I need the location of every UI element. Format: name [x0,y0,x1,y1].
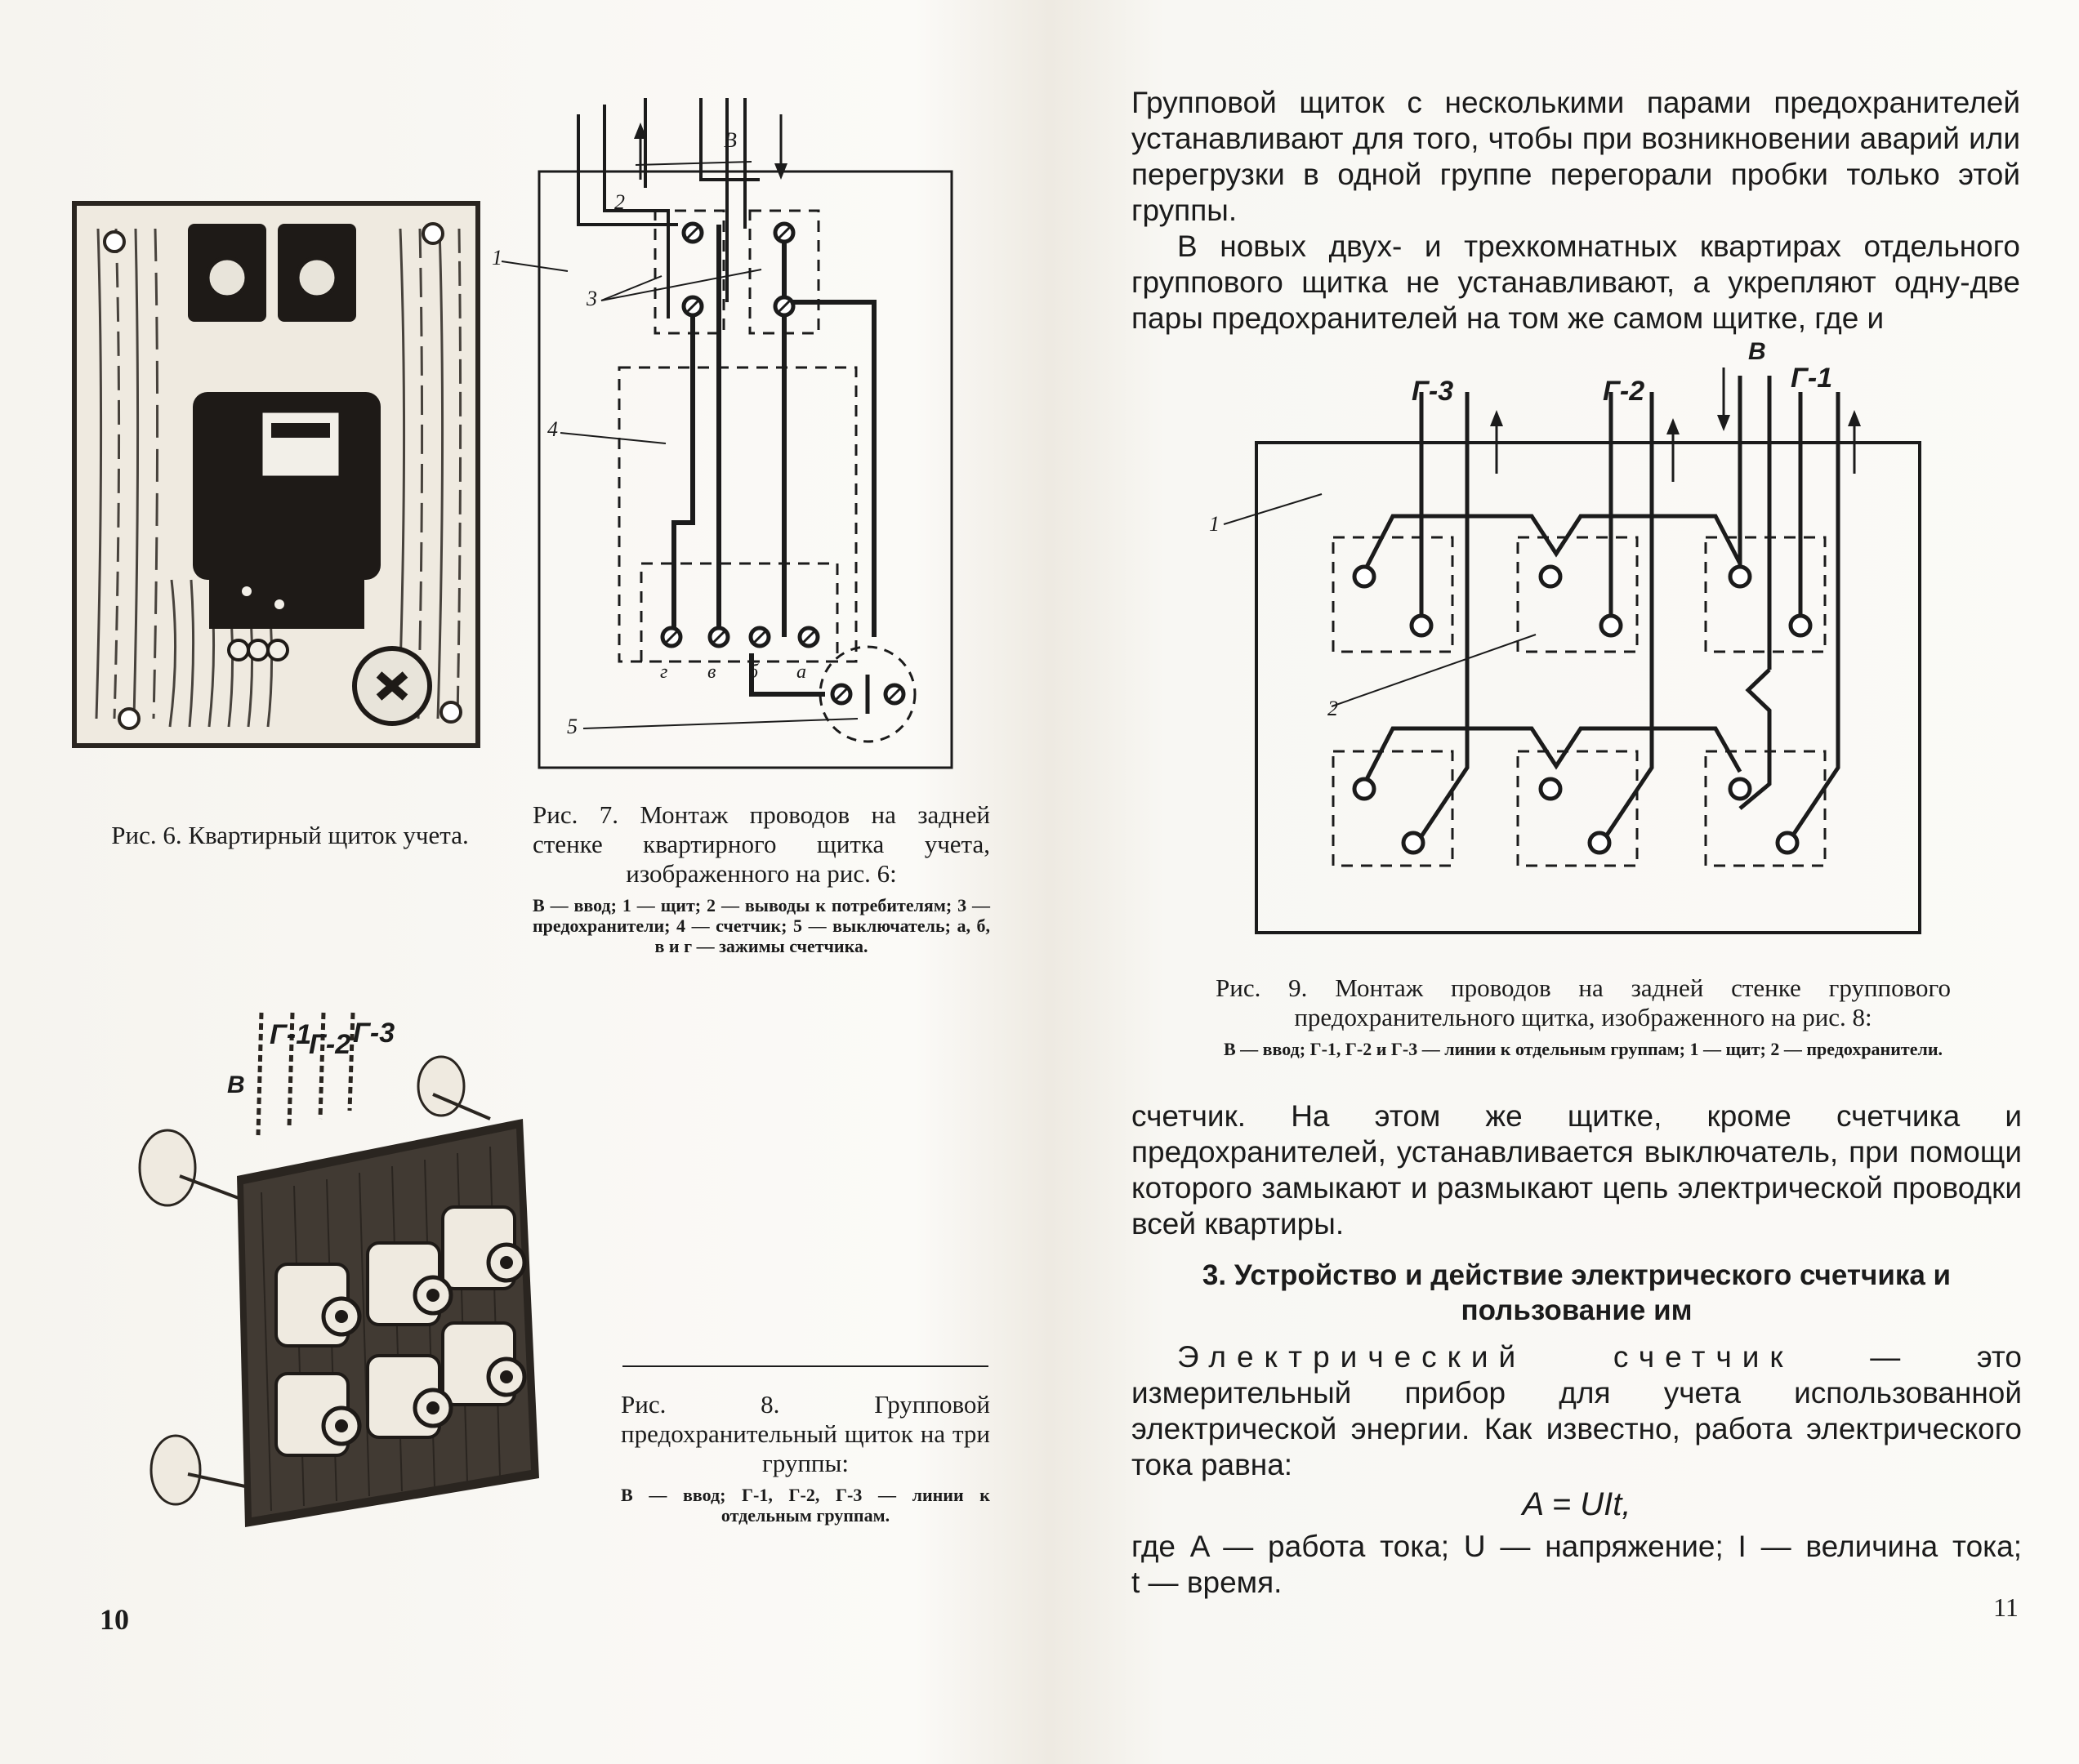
fig7-label-5: 5 [567,715,578,738]
fig7-legend: В — ввод; 1 — щит; 2 — выводы к потребит… [533,895,990,956]
paragraph-1: Групповой щиток с несколькими парами пре… [1131,86,2020,227]
fig8-group-fuse-board-illustration: Г-1 Г-2 Г-3 В [138,1012,539,1527]
fig8-separator-rule [622,1365,988,1367]
fig6-meter-board-illustration [72,201,480,748]
fig9-legend: В — ввод; Г-1, Г-2 и Г-3 — линии к отдел… [1223,1039,1943,1059]
right-top-text: Групповой щиток с несколькими парами пре… [1131,85,2020,336]
paragraph-5-line-1: где A — работа тока; U — напряжение; I —… [1131,1530,2022,1563]
right-middle-text: счетчик. На этом же щитке, кроме счетчик… [1131,1098,2022,1242]
fig8-label-g2: Г-2 [309,1029,350,1060]
fig7-caption-block: Рис. 7. Монтаж проводов на задней стенке… [533,800,990,956]
fig8-label-g1: Г-1 [270,1019,311,1050]
fig7-label-4: 4 [547,417,558,441]
paragraph-4: Электрический счетчик — это измерительны… [1131,1339,2022,1483]
fig9-wiring-diagram: Г-3 Г-2 Г-1 В 1 2 [1209,338,1921,934]
fig7-label-a: а [796,662,806,683]
fig8-caption: Рис. 8. Групповой предохранительный щито… [621,1390,990,1477]
paragraph-4-rest: — это измерительный прибор для учета исп… [1131,1340,2022,1481]
fig6-caption: Рис. 6. Квартирный щиток учета. [111,821,469,849]
fig7-label-g: г [660,662,667,683]
fig9-caption-block: Рис. 9. Монтаж проводов на задней стенке… [1183,973,1983,1059]
fig9-label-g2: Г-2 [1603,376,1644,407]
fig9-label-2: 2 [1327,697,1338,720]
fig7-label-2: 2 [614,190,625,214]
fig7-caption: Рис. 7. Монтаж проводов на задней стенке… [533,800,990,888]
fig8-legend: В — ввод; Г-1, Г-2, Г-3 — линии к отдель… [621,1485,990,1526]
fig9-label-g3: Г-3 [1412,376,1453,407]
paragraph-5-line-2: t — время. [1131,1566,1283,1599]
term-electric-meter: Электрический счетчик [1177,1340,1794,1374]
fig7-label-1: 1 [492,246,502,270]
paragraph-3: счетчик. На этом же щитке, кроме счетчик… [1131,1099,2022,1241]
section-heading: 3. Устройство и действие электрического … [1202,1259,1952,1326]
fig9-label-B: В [1748,338,1766,365]
formula: A = UIt, [1522,1486,1631,1522]
fig7-label-b: б [748,662,759,683]
fig7-label-B: В [724,128,737,152]
fig8-label-g3: Г-3 [353,1018,395,1049]
fig8-label-B: В [227,1071,245,1098]
fig9-label-g1: Г-1 [1791,363,1832,394]
fig9-label-1: 1 [1209,512,1220,536]
fig8-caption-block: Рис. 8. Групповой предохранительный щито… [621,1390,990,1526]
fig7-wiring-diagram: В 1 2 3 4 5 г в б а [492,98,953,769]
right-bottom-text: Электрический счетчик — это измерительны… [1131,1339,2022,1601]
right-page-number: 11 [1993,1592,2019,1622]
fig7-label-v: в [707,662,716,683]
left-page-number: 10 [100,1603,129,1636]
paragraph-2: В новых двух- и трехкомнатных квартирах … [1131,229,2020,335]
fig7-label-3: 3 [586,287,597,310]
fig9-caption: Рис. 9. Монтаж проводов на задней стенке… [1216,973,1951,1031]
